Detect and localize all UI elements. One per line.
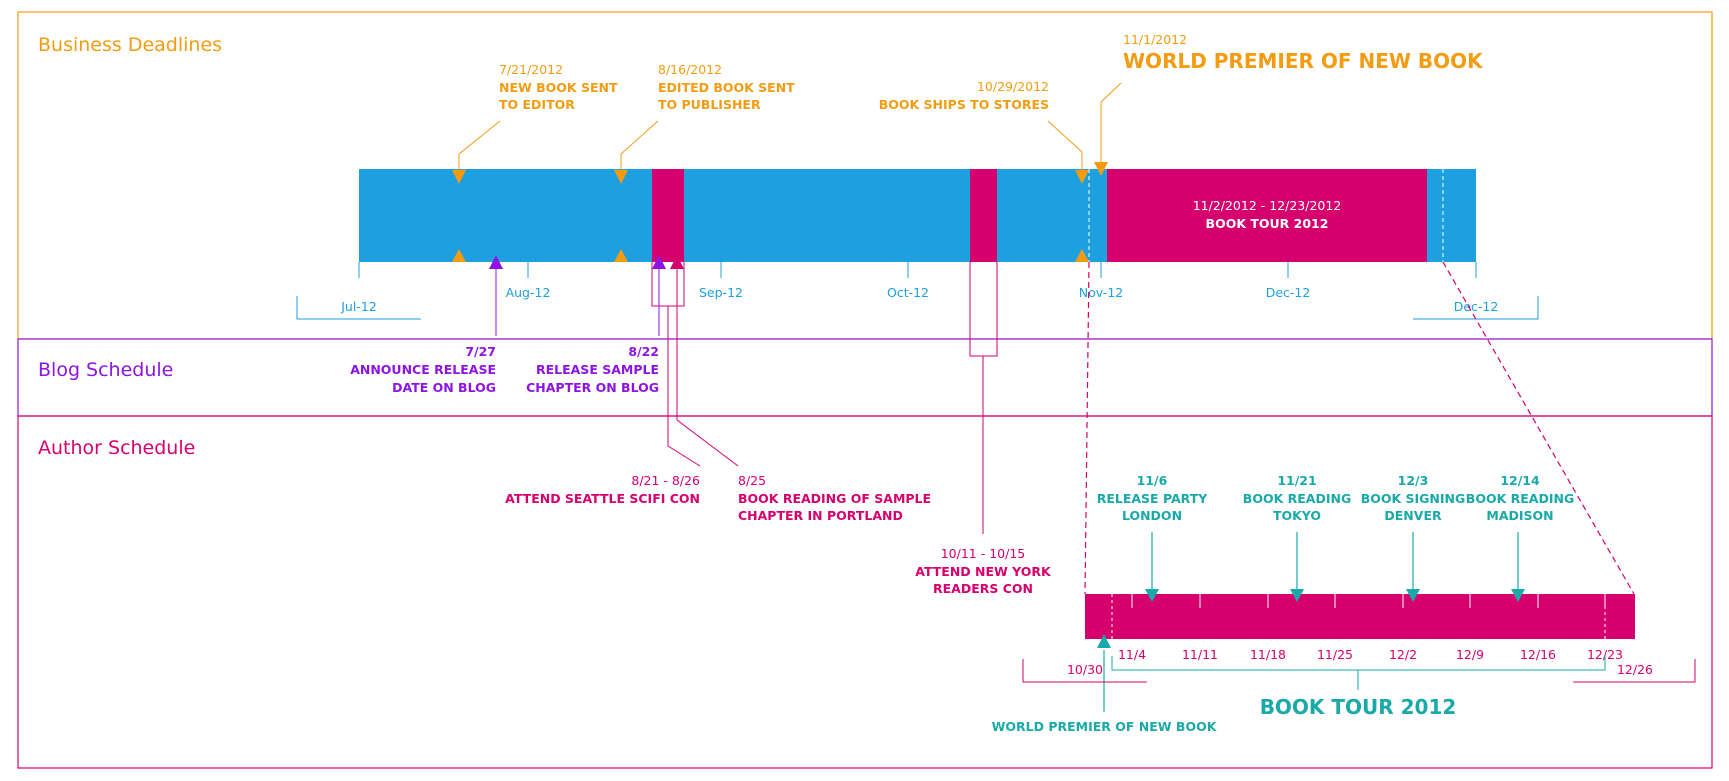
blog-markers xyxy=(489,255,666,269)
portland-reading-line2: CHAPTER IN PORTLAND xyxy=(738,508,903,523)
marker-publisher-bottom xyxy=(614,249,628,262)
blog-sample-line2: CHAPTER ON BLOG xyxy=(526,380,659,395)
publisher-date: 8/16/2012 xyxy=(658,62,722,77)
tour-end-label: 12/26 xyxy=(1617,662,1653,677)
tour-denver-date: 12/3 xyxy=(1398,473,1429,488)
business-leader-lines xyxy=(458,82,1122,170)
tour-tick-label: 11/18 xyxy=(1250,647,1286,662)
axis-tick-dec: Dec-12 xyxy=(1266,285,1311,300)
portland-reading-line1: BOOK READING OF SAMPLE xyxy=(738,491,931,506)
publisher-label-line1: EDITED BOOK SENT xyxy=(658,80,795,95)
book-tour-block xyxy=(1107,169,1427,262)
tour-denver-line2: DENVER xyxy=(1384,508,1442,523)
blog-marker-announce xyxy=(489,255,503,269)
blog-announce-line1: ANNOUNCE RELEASE xyxy=(350,362,496,377)
blog-sample-line1: RELEASE SAMPLE xyxy=(536,362,659,377)
seattle-con-label: ATTEND SEATTLE SCIFI CON xyxy=(505,491,700,506)
tour-madison-line1: BOOK READING xyxy=(1466,491,1574,506)
main-timeline-bar xyxy=(359,169,1476,262)
tour-denver-line1: BOOK SIGNING xyxy=(1361,491,1466,506)
business-deadlines-title: Business Deadlines xyxy=(38,34,222,56)
axis-tick-sep: Sep-12 xyxy=(699,285,743,300)
editor-date: 7/21/2012 xyxy=(499,62,563,77)
tour-madison-line2: MADISON xyxy=(1486,508,1553,523)
blog-schedule-title: Blog Schedule xyxy=(38,359,173,381)
marker-ships-bottom xyxy=(1075,249,1089,262)
tour-tick-label: 11/25 xyxy=(1317,647,1353,662)
premier-date: 11/1/2012 xyxy=(1123,32,1187,47)
ships-date: 10/29/2012 xyxy=(977,79,1049,94)
ny-con-line2: READERS CON xyxy=(933,581,1033,596)
marker-editor-top xyxy=(452,170,466,184)
blog-leader-lines xyxy=(495,269,660,336)
blog-sample-date: 8/22 xyxy=(628,344,659,359)
marker-editor-bottom xyxy=(452,249,466,262)
tour-premier-label: WORLD PREMIER OF NEW BOOK xyxy=(992,719,1218,734)
ny-con-date: 10/11 - 10/15 xyxy=(941,546,1026,561)
editor-label-line2: TO EDITOR xyxy=(499,97,575,112)
main-axis-ticks xyxy=(358,262,1477,278)
blog-announce-date: 7/27 xyxy=(465,344,496,359)
axis-start-label: Jul-12 xyxy=(340,299,377,314)
business-markers xyxy=(452,162,1108,262)
tour-zoom-bar-ticks xyxy=(1131,594,1606,608)
tour-marker-premier xyxy=(1097,634,1111,648)
axis-tick-oct: Oct-12 xyxy=(887,285,929,300)
tour-london-line1: RELEASE PARTY xyxy=(1097,491,1209,506)
tour-tick-label: 12/16 xyxy=(1520,647,1556,662)
axis-end-label: Dec-12 xyxy=(1454,299,1499,314)
editor-label-line1: NEW BOOK SENT xyxy=(499,80,618,95)
portland-reading-marker xyxy=(670,255,684,269)
author-schedule-frame xyxy=(17,415,1713,769)
tour-tick-label: 12/23 xyxy=(1587,647,1623,662)
tour-marker-tokyo xyxy=(1290,589,1304,602)
tour-tokyo-date: 11/21 xyxy=(1277,473,1316,488)
marker-premier-top xyxy=(1094,162,1108,176)
tour-end-bracket xyxy=(1573,659,1696,683)
blog-announce-line2: DATE ON BLOG xyxy=(392,380,496,395)
tour-zoom-bar xyxy=(1085,594,1635,639)
tour-tick-label: 12/9 xyxy=(1456,647,1484,662)
axis-end-bracket xyxy=(1413,296,1539,320)
axis-tick-nov: Nov-12 xyxy=(1079,285,1123,300)
seattle-scifi-con-block xyxy=(652,169,684,262)
tour-event-markers xyxy=(1097,589,1525,648)
tour-start-label: 10/30 xyxy=(1067,662,1103,677)
tour-event-leader-lines xyxy=(1103,532,1519,712)
tour-madison-date: 12/14 xyxy=(1500,473,1540,488)
tour-zoom-connectors xyxy=(1084,261,1635,595)
tour-tick-label: 12/2 xyxy=(1389,647,1417,662)
axis-start-bracket xyxy=(296,296,421,320)
tour-marker-madison xyxy=(1511,589,1525,602)
portland-reading-date: 8/25 xyxy=(738,473,766,488)
book-tour-dates-label: 11/2/2012 - 12/23/2012 xyxy=(1193,198,1342,213)
seattle-con-date: 8/21 - 8/26 xyxy=(631,473,700,488)
publisher-label-line2: TO PUBLISHER xyxy=(658,97,761,112)
tour-tick-label: 11/4 xyxy=(1118,647,1146,662)
blog-schedule-frame xyxy=(17,338,1713,417)
ships-label: BOOK SHIPS TO STORES xyxy=(879,97,1049,112)
tour-marker-denver xyxy=(1406,589,1420,602)
tour-tokyo-line2: TOKYO xyxy=(1273,508,1321,523)
new-york-readers-con-block xyxy=(970,169,997,262)
tour-span-title: BOOK TOUR 2012 xyxy=(1260,695,1457,719)
premier-label: WORLD PREMIER OF NEW BOOK xyxy=(1123,49,1484,73)
tour-tokyo-line1: BOOK READING xyxy=(1243,491,1351,506)
marker-ships-top xyxy=(1075,170,1089,184)
tour-start-bracket xyxy=(1022,659,1147,683)
axis-tick-aug: Aug-12 xyxy=(506,285,551,300)
tour-london-line2: LONDON xyxy=(1122,508,1182,523)
marker-publisher-top xyxy=(614,170,628,184)
author-schedule-title: Author Schedule xyxy=(38,437,195,459)
ny-con-line1: ATTEND NEW YORK xyxy=(915,564,1052,579)
tour-tick-label: 11/11 xyxy=(1182,647,1218,662)
book-tour-label: BOOK TOUR 2012 xyxy=(1206,216,1329,231)
tour-marker-london xyxy=(1145,589,1159,602)
blog-marker-sample-chapter xyxy=(652,255,666,269)
tour-london-date: 11/6 xyxy=(1137,473,1168,488)
author-leader-lines xyxy=(651,262,998,534)
